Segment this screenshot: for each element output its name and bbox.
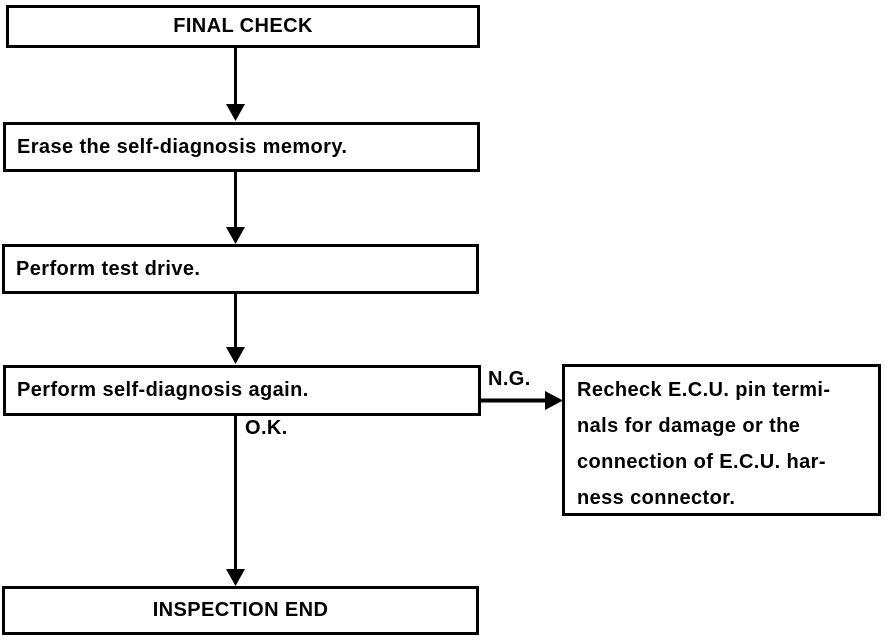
arrow-test-drive-to-self-diagnosis (226, 293, 245, 364)
edge-label-ng: N.G. (486, 368, 533, 391)
arrow-self-diagnosis-to-recheck (480, 391, 563, 410)
arrow-self-diagnosis-to-inspection-end (226, 415, 245, 586)
node-recheck-ecu-line3: connection of E.C.U. har- (577, 451, 826, 473)
node-erase-memory-label: Erase the self-diagnosis memory. (17, 135, 348, 158)
node-final-check: FINAL CHECK (6, 5, 480, 48)
node-recheck-ecu: Recheck E.C.U. pin termi- nals for damag… (562, 364, 881, 516)
node-self-diagnosis-label: Perform self-diagnosis again. (17, 379, 309, 401)
node-test-drive-label: Perform test drive. (16, 257, 201, 280)
node-inspection-end-label: INSPECTION END (152, 599, 329, 621)
node-self-diagnosis: Perform self-diagnosis again. (3, 365, 481, 416)
arrow-erase-to-test-drive (226, 171, 245, 244)
node-inspection-end: INSPECTION END (2, 586, 479, 635)
node-recheck-ecu-line1: Recheck E.C.U. pin termi- (577, 379, 831, 401)
node-erase-memory: Erase the self-diagnosis memory. (3, 122, 480, 172)
node-recheck-ecu-line2: nals for damage or the (577, 415, 801, 437)
arrow-final-check-to-erase (226, 48, 245, 121)
node-recheck-ecu-line4: ness connector. (577, 487, 736, 509)
edge-label-ok: O.K. (243, 417, 290, 440)
node-test-drive: Perform test drive. (2, 244, 479, 294)
node-final-check-label: FINAL CHECK (173, 15, 313, 37)
